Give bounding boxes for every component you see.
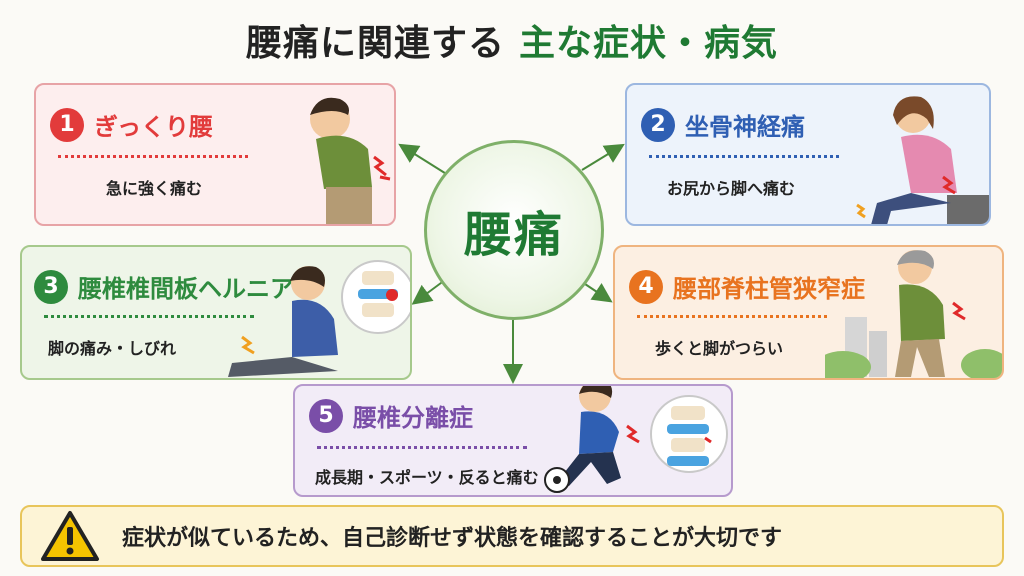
center-circle: 腰痛 [424,140,604,320]
title-main: 腰痛に関連する [245,23,505,64]
card-1-number: 1 [50,107,84,142]
card-4-name: 腰部脊柱管狭窄症 [673,275,865,303]
page-title: 腰痛に関連する主な症状・病気 [0,14,1024,66]
arrow-to-card4 [581,281,613,303]
card-gikkuri-goshi: 1 ぎっくり腰 急に強く痛む [34,83,396,226]
bent-man-illustration-icon [310,97,391,224]
card-5-divider [317,446,527,449]
card-5-desc: 成長期・スポーツ・反ると痛む [315,468,539,487]
card-2-divider [649,155,839,158]
soccer-boy-spine-illustration-icon [544,386,728,493]
card-3-number: 3 [34,269,68,304]
title-accent: 主な症状・病気 [519,23,779,64]
sitting-man-spine-illustration-icon [228,260,410,377]
card-5-header: 5 腰椎分離症 [309,398,473,433]
center-label: 腰痛 [463,207,564,263]
warning-text: 症状が似ているため、自己診断せず状態を確認することが大切です [122,526,783,551]
card-4-desc: 歩くと脚がつらい [655,339,784,358]
card-3-divider [44,315,254,318]
card-3-name: 腰椎椎間板ヘルニア [78,275,294,303]
card-1-divider [58,155,248,158]
card-2-desc: お尻から脚へ痛む [667,179,796,198]
card-sciatica: 2 坐骨神経痛 お尻から脚へ痛む [625,83,991,226]
card-5-name: 腰椎分離症 [353,404,473,432]
card-herniated-disc: 3 腰椎椎間板ヘルニア 脚の痛み・しびれ [20,245,412,380]
arrow-to-card1 [398,143,449,176]
card-1-desc: 急に強く痛む [106,179,203,198]
card-4-divider [637,315,827,318]
card-2-number: 2 [641,107,675,142]
arrow-to-card2 [581,143,625,171]
card-3-header: 3 腰椎椎間板ヘルニア [34,269,294,304]
card-2-header: 2 坐骨神経痛 [641,107,805,142]
card-spinal-stenosis: 4 腰部脊柱管狭窄症 歩くと脚がつらい [613,245,1004,380]
elderly-man-walking-illustration-icon [825,250,1002,378]
warning-triangle-icon [41,511,99,561]
card-3-desc: 脚の痛み・しびれ [48,339,177,358]
sitting-woman-illustration-icon [856,96,989,224]
card-4-header: 4 腰部脊柱管狭窄症 [629,269,865,304]
warning-banner: 症状が似ているため、自己診断せず状態を確認することが大切です [20,505,1004,567]
card-spondylolysis: 5 腰椎分離症 成長期・スポーツ・反ると痛む [293,384,733,497]
card-4-number: 4 [629,269,663,304]
card-2-name: 坐骨神経痛 [685,113,805,141]
card-5-number: 5 [309,398,343,433]
card-1-name: ぎっくり腰 [94,113,214,141]
arrow-to-card3 [411,279,446,305]
card-1-header: 1 ぎっくり腰 [50,107,213,142]
